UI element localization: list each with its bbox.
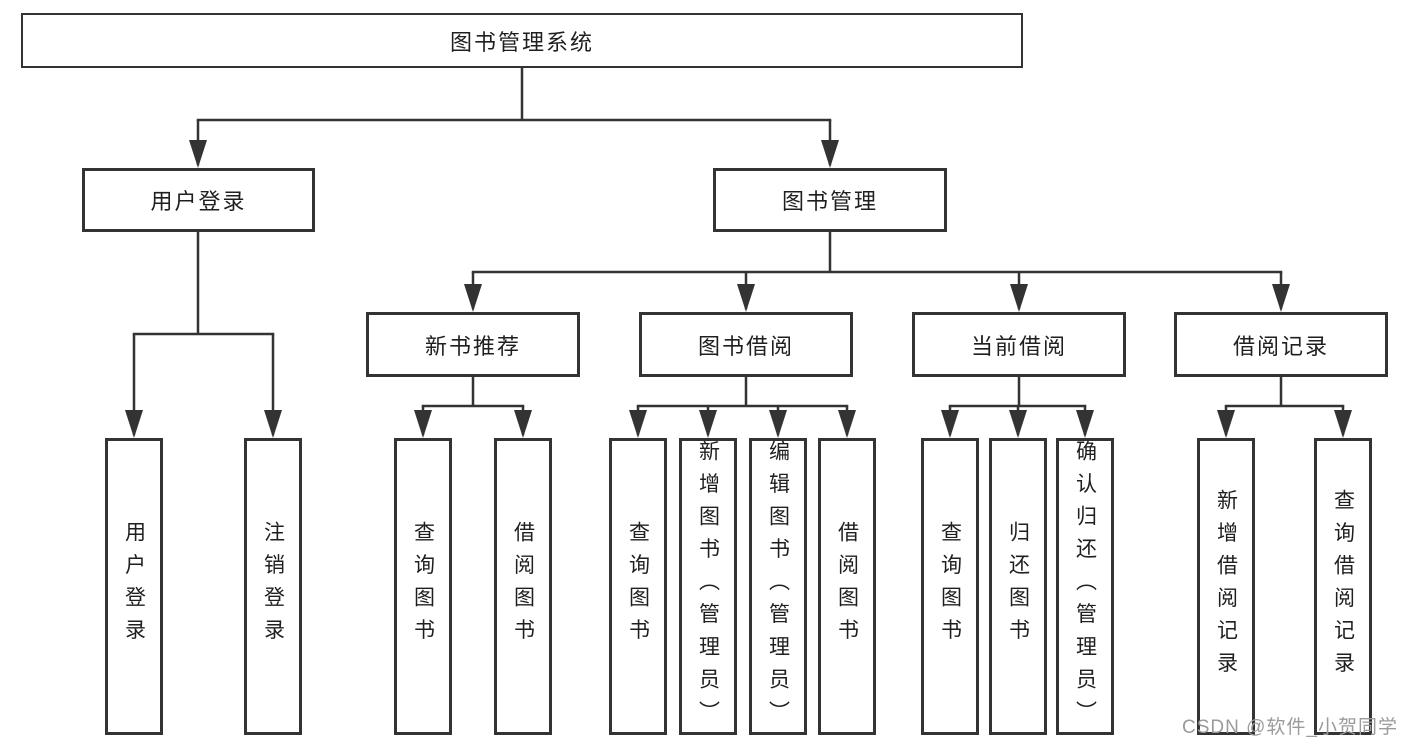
leaf-add-borrow-record: 新增借阅记录 <box>1197 438 1255 735</box>
leaf-query-borrow-record: 查询借阅记录 <box>1314 438 1372 735</box>
leaf-query-books-3: 查询图书 <box>921 438 979 735</box>
node-new-book-recommend-label: 新书推荐 <box>424 333 521 359</box>
node-user-login-label: 用户登录 <box>150 189 247 214</box>
node-library-system-label: 图书管理系统 <box>449 29 594 55</box>
node-book-borrow: 图书借阅 <box>639 312 853 377</box>
leaf-logout: 注销登录 <box>244 438 302 735</box>
leaf-logout-label: 注销登录 <box>261 521 285 652</box>
leaf-return-book: 归还图书 <box>989 438 1047 735</box>
node-book-management-label: 图书管理 <box>781 189 878 214</box>
leaf-borrow-books-2-label: 借阅图书 <box>835 521 859 652</box>
leaf-add-borrow-record-label: 新增借阅记录 <box>1214 488 1238 685</box>
leaf-query-books-1-label: 查询图书 <box>411 521 435 652</box>
node-borrow-records-label: 借阅记录 <box>1232 333 1329 359</box>
csdn-watermark: CSDN @软件_小贺同学 <box>1182 717 1398 738</box>
node-current-borrow: 当前借阅 <box>912 312 1126 377</box>
leaf-user-login: 用户登录 <box>105 438 163 735</box>
node-current-borrow-label: 当前借阅 <box>970 333 1067 359</box>
leaf-edit-book-admin: 编辑图书（管理员） <box>749 438 807 735</box>
leaf-confirm-return-admin-label: 确认归还（管理员） <box>1073 440 1097 733</box>
leaf-query-borrow-record-label: 查询借阅记录 <box>1331 488 1355 685</box>
leaf-borrow-books-1-label: 借阅图书 <box>511 521 535 652</box>
leaf-add-book-admin-label: 新增图书（管理员） <box>696 440 720 733</box>
leaf-query-books-2-label: 查询图书 <box>626 521 650 652</box>
leaf-borrow-books-1: 借阅图书 <box>494 438 552 735</box>
node-book-borrow-label: 图书借阅 <box>697 333 794 359</box>
leaf-borrow-books-2: 借阅图书 <box>818 438 876 735</box>
leaf-query-books-1: 查询图书 <box>394 438 452 735</box>
leaf-return-book-label: 归还图书 <box>1006 521 1030 652</box>
node-library-system: 图书管理系统 <box>21 13 1023 68</box>
leaf-add-book-admin: 新增图书（管理员） <box>679 438 737 735</box>
node-book-management: 图书管理 <box>713 168 947 232</box>
node-new-book-recommend: 新书推荐 <box>366 312 580 377</box>
leaf-query-books-2: 查询图书 <box>609 438 667 735</box>
node-borrow-records: 借阅记录 <box>1174 312 1388 377</box>
branch-lines <box>132 66 1345 408</box>
leaf-edit-book-admin-label: 编辑图书（管理员） <box>766 440 790 733</box>
node-user-login: 用户登录 <box>82 168 315 232</box>
leaf-user-login-label: 用户登录 <box>122 521 146 652</box>
leaf-confirm-return-admin: 确认归还（管理员） <box>1056 438 1114 735</box>
leaf-query-books-3-label: 查询图书 <box>938 521 962 652</box>
